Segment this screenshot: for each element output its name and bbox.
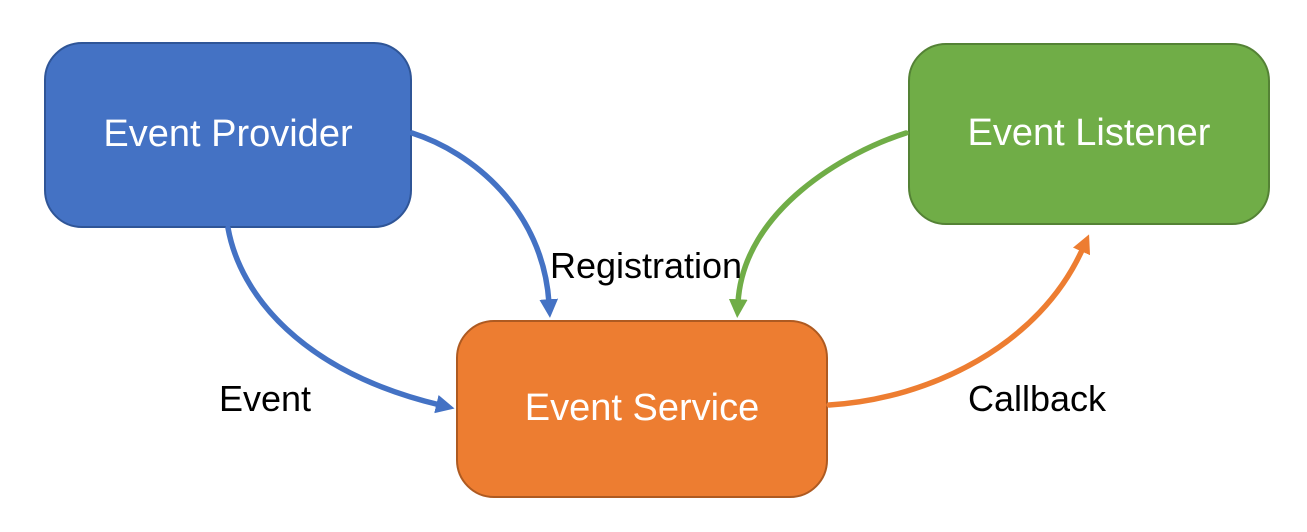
node-event-listener: Event Listener — [908, 43, 1270, 225]
node-event-provider: Event Provider — [44, 42, 412, 228]
edge-label-callback: Callback — [967, 378, 1107, 419]
node-event-listener-label: Event Listener — [967, 112, 1211, 155]
node-event-service: Event Service — [456, 320, 828, 498]
node-event-provider-label: Event Provider — [103, 113, 353, 156]
edge-label-event: Event — [218, 378, 312, 419]
edge-label-registration: Registration — [549, 245, 743, 286]
arrow-listener-to-service-registration — [728, 130, 909, 318]
arrow-provider-to-service-registration — [409, 130, 559, 318]
node-event-service-label: Event Service — [524, 387, 760, 430]
